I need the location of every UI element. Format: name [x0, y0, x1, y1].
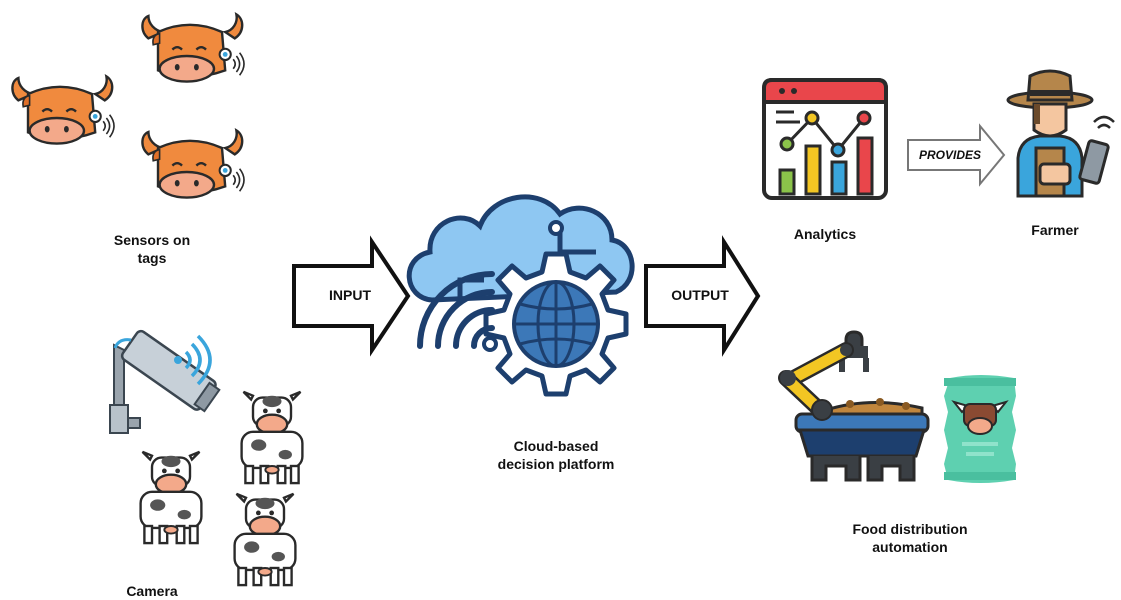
cloud-label-line1: Cloud-based — [513, 438, 599, 454]
cloud-platform-icon — [406, 194, 635, 397]
food-label-line2: automation — [872, 539, 948, 555]
input-label: INPUT — [329, 287, 371, 303]
dairy-cow-icon — [139, 450, 203, 545]
sensors-label: Sensors on tags — [92, 231, 212, 267]
analytics-dashboard-icon — [762, 78, 888, 200]
feed-bag-icon — [944, 375, 1016, 483]
food-distribution-label: Food distribution automation — [820, 520, 1000, 556]
input-arrow — [292, 235, 411, 357]
cloud-platform-label: Cloud-based decision platform — [436, 437, 676, 473]
provides-arrow — [907, 123, 1006, 187]
robotic-feeder-icon — [778, 330, 930, 482]
farmer-icon — [1006, 69, 1115, 198]
dairy-cow-icon — [233, 492, 297, 587]
dairy-cow-icon — [240, 390, 304, 485]
farmer-label: Farmer — [1031, 222, 1079, 238]
sensor-cow-icon — [141, 129, 246, 199]
security-camera-icon — [109, 329, 221, 434]
food-label-line1: Food distribution — [852, 521, 968, 537]
output-arrow — [644, 235, 761, 357]
sensor-cow-icon — [11, 75, 116, 145]
provides-label: PROVIDES — [918, 148, 981, 162]
output-label: OUTPUT — [671, 287, 729, 303]
sensors-label-line2: tags — [137, 250, 167, 266]
analytics-label: Analytics — [793, 226, 857, 242]
cloud-label-line2: decision platform — [497, 456, 615, 472]
sensors-label-line1: Sensors on — [113, 232, 191, 248]
camera-label: Camera — [126, 583, 178, 599]
sensor-cow-icon — [141, 13, 246, 83]
